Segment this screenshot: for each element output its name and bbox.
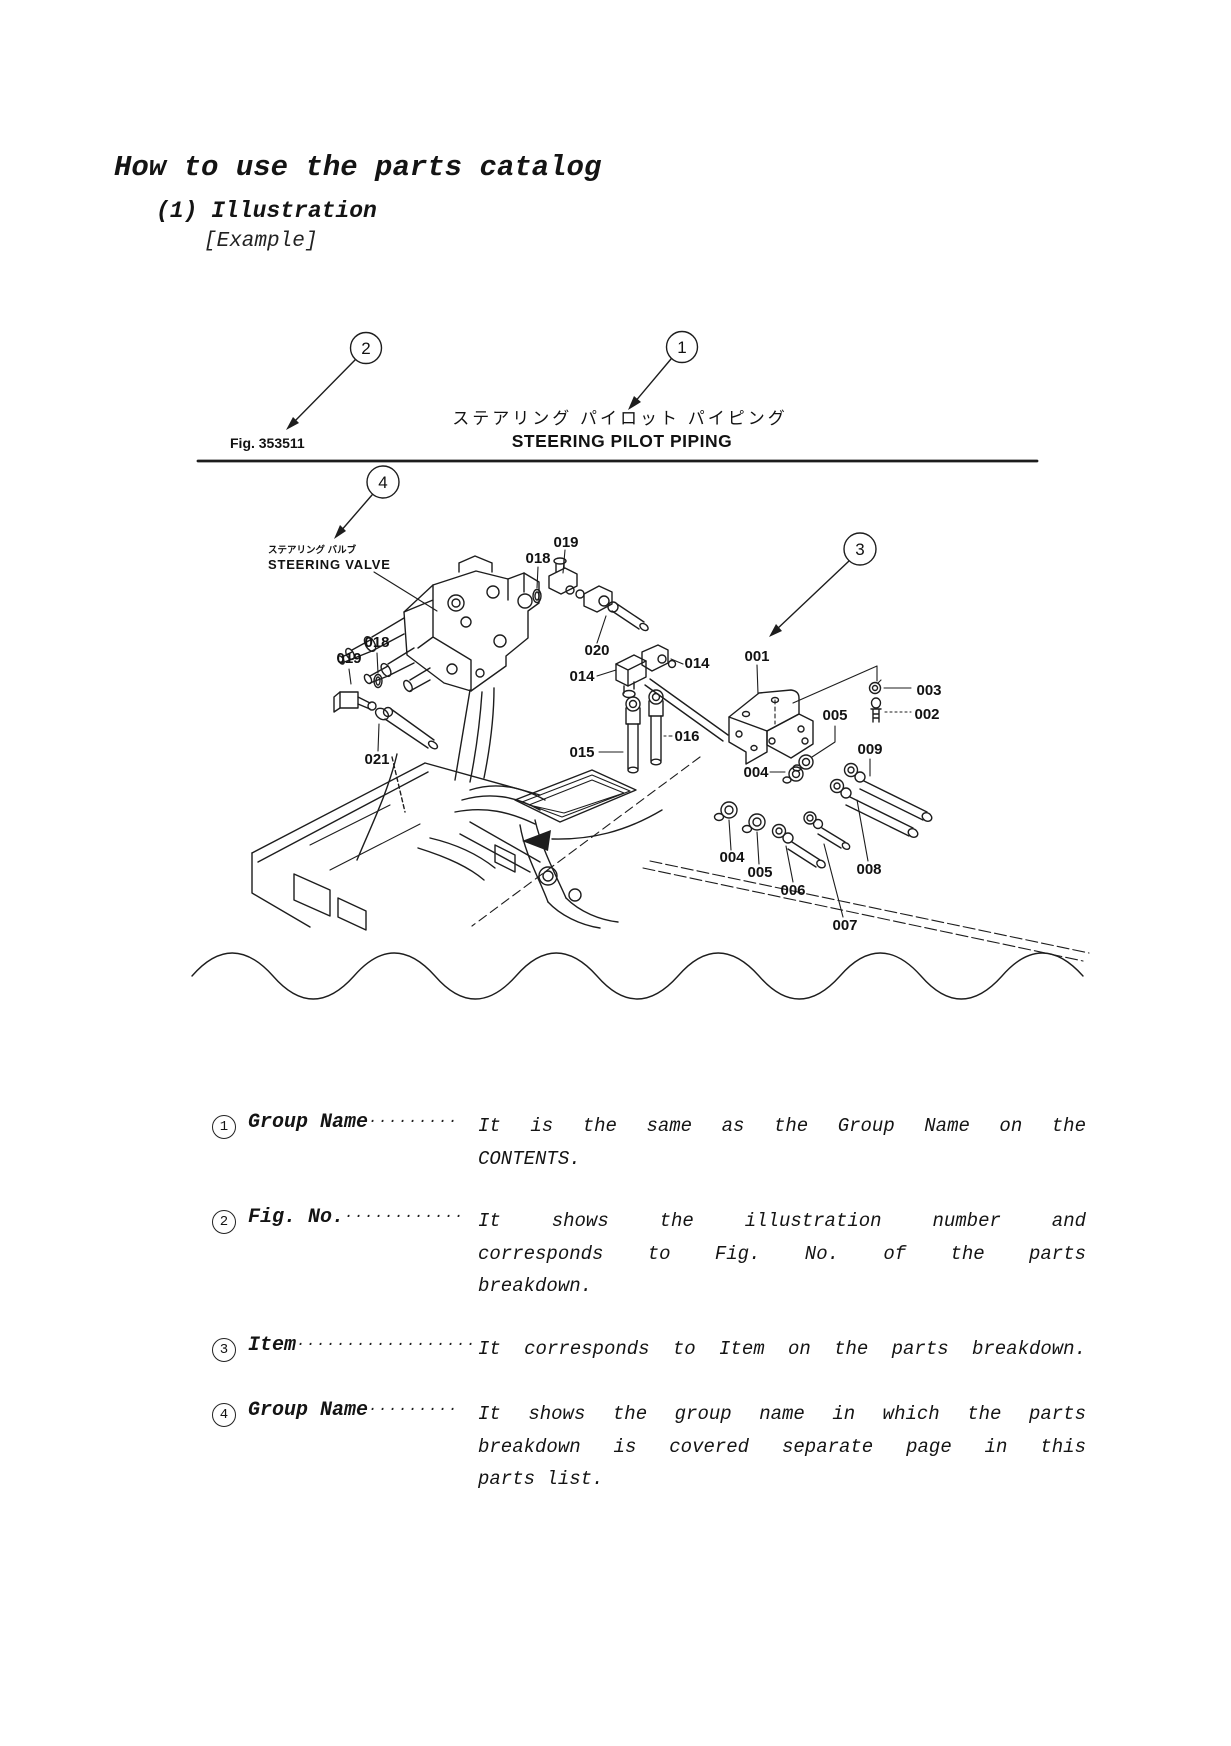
machine-base <box>251 687 1090 962</box>
part-label-004-upper: 004 <box>743 764 769 781</box>
legend-item-3-dots: ···················· <box>296 1336 478 1353</box>
legend-item-4-dots: ········· <box>368 1401 459 1418</box>
part-label-018-left: 018 <box>364 634 389 651</box>
legend-item-3-line-1: It corresponds to Item on the parts brea… <box>478 1338 1086 1360</box>
part-label-021: 021 <box>364 751 389 768</box>
part-label-015: 015 <box>569 744 594 761</box>
example-label: [Example] <box>204 230 318 253</box>
legend-item-1-head: 1 Group Name ········· <box>212 1111 478 1139</box>
legend-item-3-name: Item <box>248 1334 297 1357</box>
valve-label-japanese: ステアリング バルブ <box>268 544 357 556</box>
part-label-009: 009 <box>857 741 882 758</box>
part-label-014-left: 014 <box>569 668 595 685</box>
callout-1: 1 <box>628 330 699 410</box>
part-label-005-lower: 005 <box>747 864 772 881</box>
hose-009 <box>843 758 933 822</box>
figure-title-japanese: ステアリング パイロット パイピング <box>452 409 787 428</box>
valve-label-leader <box>373 571 438 612</box>
part-label-018-top: 018 <box>525 550 550 567</box>
part-label-005-upper: 005 <box>822 707 847 724</box>
bracket-001 <box>728 664 814 765</box>
legend-item-1-line-2: CONTENTS. <box>478 1147 581 1170</box>
page-title: How to use the parts catalog <box>114 151 602 184</box>
fitting-004-upper <box>769 766 804 784</box>
legend-item-group-name-1: 1 Group Name ········· It is the same as… <box>212 1110 1092 1175</box>
valve-label-english: STEERING VALVE <box>268 557 391 572</box>
callout-4-number: 4 <box>378 473 387 492</box>
fitting-020-hose <box>583 585 649 644</box>
hose-007 <box>803 811 851 918</box>
legend-item-4-number: 4 <box>212 1403 236 1427</box>
legend-item-1-number: 1 <box>212 1115 236 1139</box>
legend-item-2-description: It shows the illustration number and cor… <box>478 1205 1086 1303</box>
hose-008 <box>829 778 919 862</box>
legend-item-4-description: It shows the group name in which the par… <box>478 1398 1086 1496</box>
legend-item-2-head: 2 Fig. No. ············ <box>212 1206 478 1234</box>
fitting-016-pipe <box>648 689 673 766</box>
legend-item-4-head: 4 Group Name ········· <box>212 1399 478 1427</box>
legend-item-2-line-3: breakdown. <box>478 1275 593 1297</box>
callout-3: 3 <box>769 532 877 637</box>
legend-item-2-number: 2 <box>212 1210 236 1234</box>
callout-1-number: 1 <box>677 338 686 357</box>
callout-2-number: 2 <box>361 339 370 358</box>
part-label-006: 006 <box>780 882 805 899</box>
legend-item-4-line-2: breakdown is covered separate page in th… <box>478 1435 1086 1458</box>
fitting-004-lower <box>713 801 738 851</box>
callout-3-number: 3 <box>855 540 864 559</box>
legend-item-2-dots: ············ <box>344 1208 465 1225</box>
hardware-003-washer <box>792 665 912 704</box>
callout-2: 2 <box>286 331 383 430</box>
section-subtitle: (1) Illustration <box>156 198 377 224</box>
legend-item-1-dots: ········· <box>368 1113 459 1130</box>
legend-item-3-description: It corresponds to Item on the parts brea… <box>478 1333 1086 1366</box>
part-label-001: 001 <box>744 648 769 665</box>
fitting-014-left <box>596 654 647 699</box>
legend-item-1-name: Group Name <box>248 1111 369 1134</box>
legend-item-1-line-1: It is the same as the Group Name on the <box>478 1115 1086 1137</box>
fitting-005-upper <box>792 725 836 772</box>
figure-number: Fig. 353511 <box>230 435 305 451</box>
part-label-019-top: 019 <box>553 534 578 551</box>
callout-4: 4 <box>334 465 400 539</box>
hose-006 <box>771 823 826 883</box>
part-label-002: 002 <box>914 706 939 723</box>
part-label-003: 003 <box>916 682 941 699</box>
legend-item-2-name: Fig. No. <box>248 1206 345 1229</box>
legend-item-2-line-1: It shows the illustration number and <box>478 1210 1086 1232</box>
fitting-018-left <box>373 652 383 689</box>
fitting-015-pipe <box>598 696 641 774</box>
fitting-005-lower <box>741 813 766 865</box>
legend-item-2-line-2: corresponds to Fig. No. of the parts <box>478 1242 1086 1265</box>
part-label-014-right: 014 <box>684 655 710 672</box>
legend-item-4-name: Group Name <box>248 1399 369 1422</box>
part-label-019-left: 019 <box>336 650 361 667</box>
legend-item-group-name-2: 4 Group Name ········· It shows the grou… <box>212 1398 1092 1496</box>
legend-item-fig-no: 2 Fig. No. ············ It shows the ill… <box>212 1205 1092 1303</box>
fitting-021-pipe <box>374 706 439 752</box>
legend-item-1-description: It is the same as the Group Name on the … <box>478 1110 1086 1175</box>
part-label-008: 008 <box>856 861 881 878</box>
part-label-007: 007 <box>832 917 857 934</box>
figure-title-english: STEERING PILOT PIPING <box>512 431 733 451</box>
fitting-018-top <box>532 566 542 604</box>
part-label-016: 016 <box>674 728 699 745</box>
fitting-014-right <box>641 644 684 672</box>
break-wave-line <box>191 952 1084 1000</box>
legend-item-4-line-3: parts list. <box>478 1468 604 1490</box>
legend-item-item: 3 Item ···················· It correspon… <box>212 1333 1092 1366</box>
legend-item-4-line-1: It shows the group name in which the par… <box>478 1403 1086 1425</box>
steering-valve-body <box>337 555 540 693</box>
part-label-004-lower: 004 <box>719 849 745 866</box>
legend-item-3-number: 3 <box>212 1338 236 1362</box>
hardware-002-bolt <box>870 697 912 723</box>
fitting-019-left <box>333 668 377 713</box>
legend-item-3-head: 3 Item ···················· <box>212 1334 478 1362</box>
fitting-019-top <box>548 549 585 599</box>
part-label-020: 020 <box>584 642 609 659</box>
